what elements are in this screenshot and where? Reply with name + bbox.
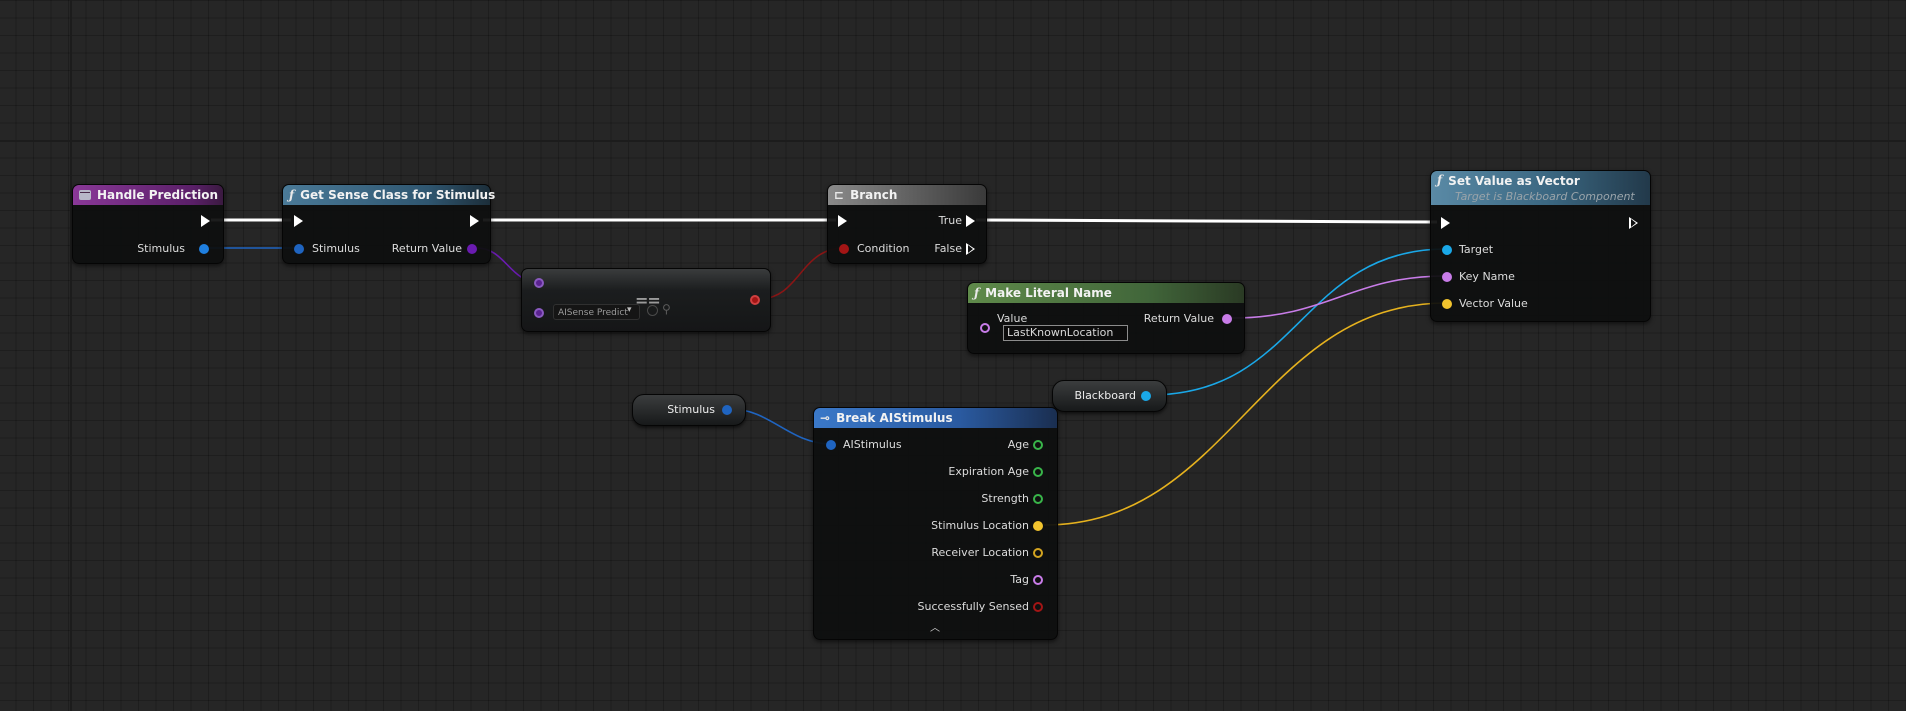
aistimulus-input-label: AIStimulus [843,438,902,451]
return-value-output-label: Return Value [1143,312,1214,325]
branch-icon: ⊏ [834,188,845,202]
exec-input-pin[interactable] [1441,217,1450,229]
blackboard-variable-node[interactable]: Blackboard [1052,380,1167,412]
node-header: ƒ Get Sense Class for Stimulus [283,185,495,205]
true-exec-output-pin[interactable] [966,215,975,227]
sense-class-dropdown[interactable]: AISense Predict [553,304,640,320]
class-a-input-pin[interactable] [534,278,544,288]
wire-blackboard-to-target[interactable] [1149,248,1447,396]
value-text-input[interactable]: LastKnownLocation [1003,325,1128,341]
strength-output-label: Strength [981,492,1029,505]
variable-label: Stimulus [667,403,715,416]
expiration-age-output-label: Expiration Age [948,465,1029,478]
node-header: ƒ Make Literal Name [968,283,1244,303]
stimulus-variable-node[interactable]: Stimulus [632,394,746,426]
successfully-sensed-output-pin[interactable] [1033,602,1043,612]
stimulus-input-label: Stimulus [312,242,360,255]
successfully-sensed-output-label: Successfully Sensed [917,600,1029,613]
bool-output-pin[interactable] [750,295,760,305]
exec-wire-branch-true-to-setvalue[interactable] [975,218,1438,224]
tag-output-label: Tag [1010,573,1029,586]
node-header: ⊏ Branch [828,185,986,205]
get-sense-class-node[interactable]: ƒ Get Sense Class for Stimulus Stimulus … [282,184,495,264]
variable-label: Blackboard [1074,389,1136,402]
key-name-input-label: Key Name [1459,270,1515,283]
return-value-output-pin[interactable] [467,244,477,254]
break-struct-icon: ⊸ [820,411,831,425]
exec-input-pin[interactable] [294,215,303,227]
age-output-pin[interactable] [1033,440,1043,450]
false-output-label: False [934,242,962,255]
node-header: ⊸ Break AIStimulus [814,408,1057,428]
equal-compare-node[interactable]: == AISense Predict ▾ ⚲ [521,268,771,332]
vector-value-input-label: Vector Value [1459,297,1528,310]
wire-name-to-keyname[interactable] [1230,275,1447,319]
age-output-label: Age [1007,438,1029,451]
search-icon[interactable]: ⚲ [662,302,671,316]
true-output-label: True [938,214,962,227]
receiver-location-output-label: Receiver Location [931,546,1029,559]
condition-input-pin[interactable] [839,244,849,254]
key-name-input-pin[interactable] [1442,272,1452,282]
exec-input-pin[interactable] [838,215,847,227]
tag-output-pin[interactable] [1033,575,1043,585]
wire-location-to-vector[interactable] [1043,302,1447,526]
blackboard-variable-pin[interactable] [1141,391,1151,401]
node-header: Handle Prediction [73,185,223,205]
stimulus-input-pin[interactable] [294,244,304,254]
vector-value-input-pin[interactable] [1442,299,1452,309]
condition-input-label: Condition [857,242,910,255]
name-output-pin[interactable] [1222,314,1232,324]
break-aistimulus-node[interactable]: ⊸ Break AIStimulus AIStimulus Age Expira… [813,407,1058,640]
stimulus-output-label: Stimulus [137,242,185,255]
chevron-down-icon[interactable]: ▾ [627,305,632,315]
node-title: Make Literal Name [985,286,1112,300]
value-input-label: Value [997,312,1028,325]
event-icon [79,190,91,200]
function-icon: ƒ [974,286,980,300]
node-header: ƒ Set Value as Vector [1431,171,1650,205]
node-title: Break AIStimulus [836,411,953,425]
receiver-location-output-pin[interactable] [1033,548,1043,558]
node-title: Set Value as Vector [1448,174,1580,188]
node-subtitle: Target is Blackboard Component [1455,190,1635,203]
node-title: Get Sense Class for Stimulus [300,188,496,202]
node-title: Branch [850,188,898,202]
set-value-as-vector-node[interactable]: ƒ Set Value as Vector Target is Blackboa… [1430,170,1651,322]
return-value-output-label: Return Value [391,242,462,255]
strength-output-pin[interactable] [1033,494,1043,504]
exec-output-pin[interactable] [1629,217,1638,229]
sense-class-value: AISense Predict [558,308,628,318]
function-icon: ƒ [1437,173,1443,187]
stimulus-location-output-pin[interactable] [1033,521,1043,531]
stimulus-location-output-label: Stimulus Location [931,519,1029,532]
stimulus-output-pin[interactable] [199,244,209,254]
expiration-age-output-pin[interactable] [1033,467,1043,477]
make-literal-name-node[interactable]: ƒ Make Literal Name Value LastKnownLocat… [967,282,1245,354]
exec-output-pin[interactable] [470,215,479,227]
reset-icon[interactable] [647,305,658,316]
handle-prediction-node[interactable]: Handle Prediction Stimulus [72,184,224,264]
aistimulus-input-pin[interactable] [826,440,836,450]
value-text: LastKnownLocation [1007,326,1114,339]
chevron-up-icon[interactable]: ︿ [930,623,940,634]
value-input-pin[interactable] [980,323,990,333]
branch-node[interactable]: ⊏ Branch Condition True False [827,184,987,264]
stimulus-variable-pin[interactable] [722,405,732,415]
function-icon: ƒ [289,188,295,202]
node-title: Handle Prediction [97,188,219,202]
exec-output-pin[interactable] [201,215,210,227]
false-exec-output-pin[interactable] [966,243,975,255]
class-b-input-pin[interactable] [534,308,544,318]
target-input-pin[interactable] [1442,245,1452,255]
target-input-label: Target [1459,243,1494,256]
